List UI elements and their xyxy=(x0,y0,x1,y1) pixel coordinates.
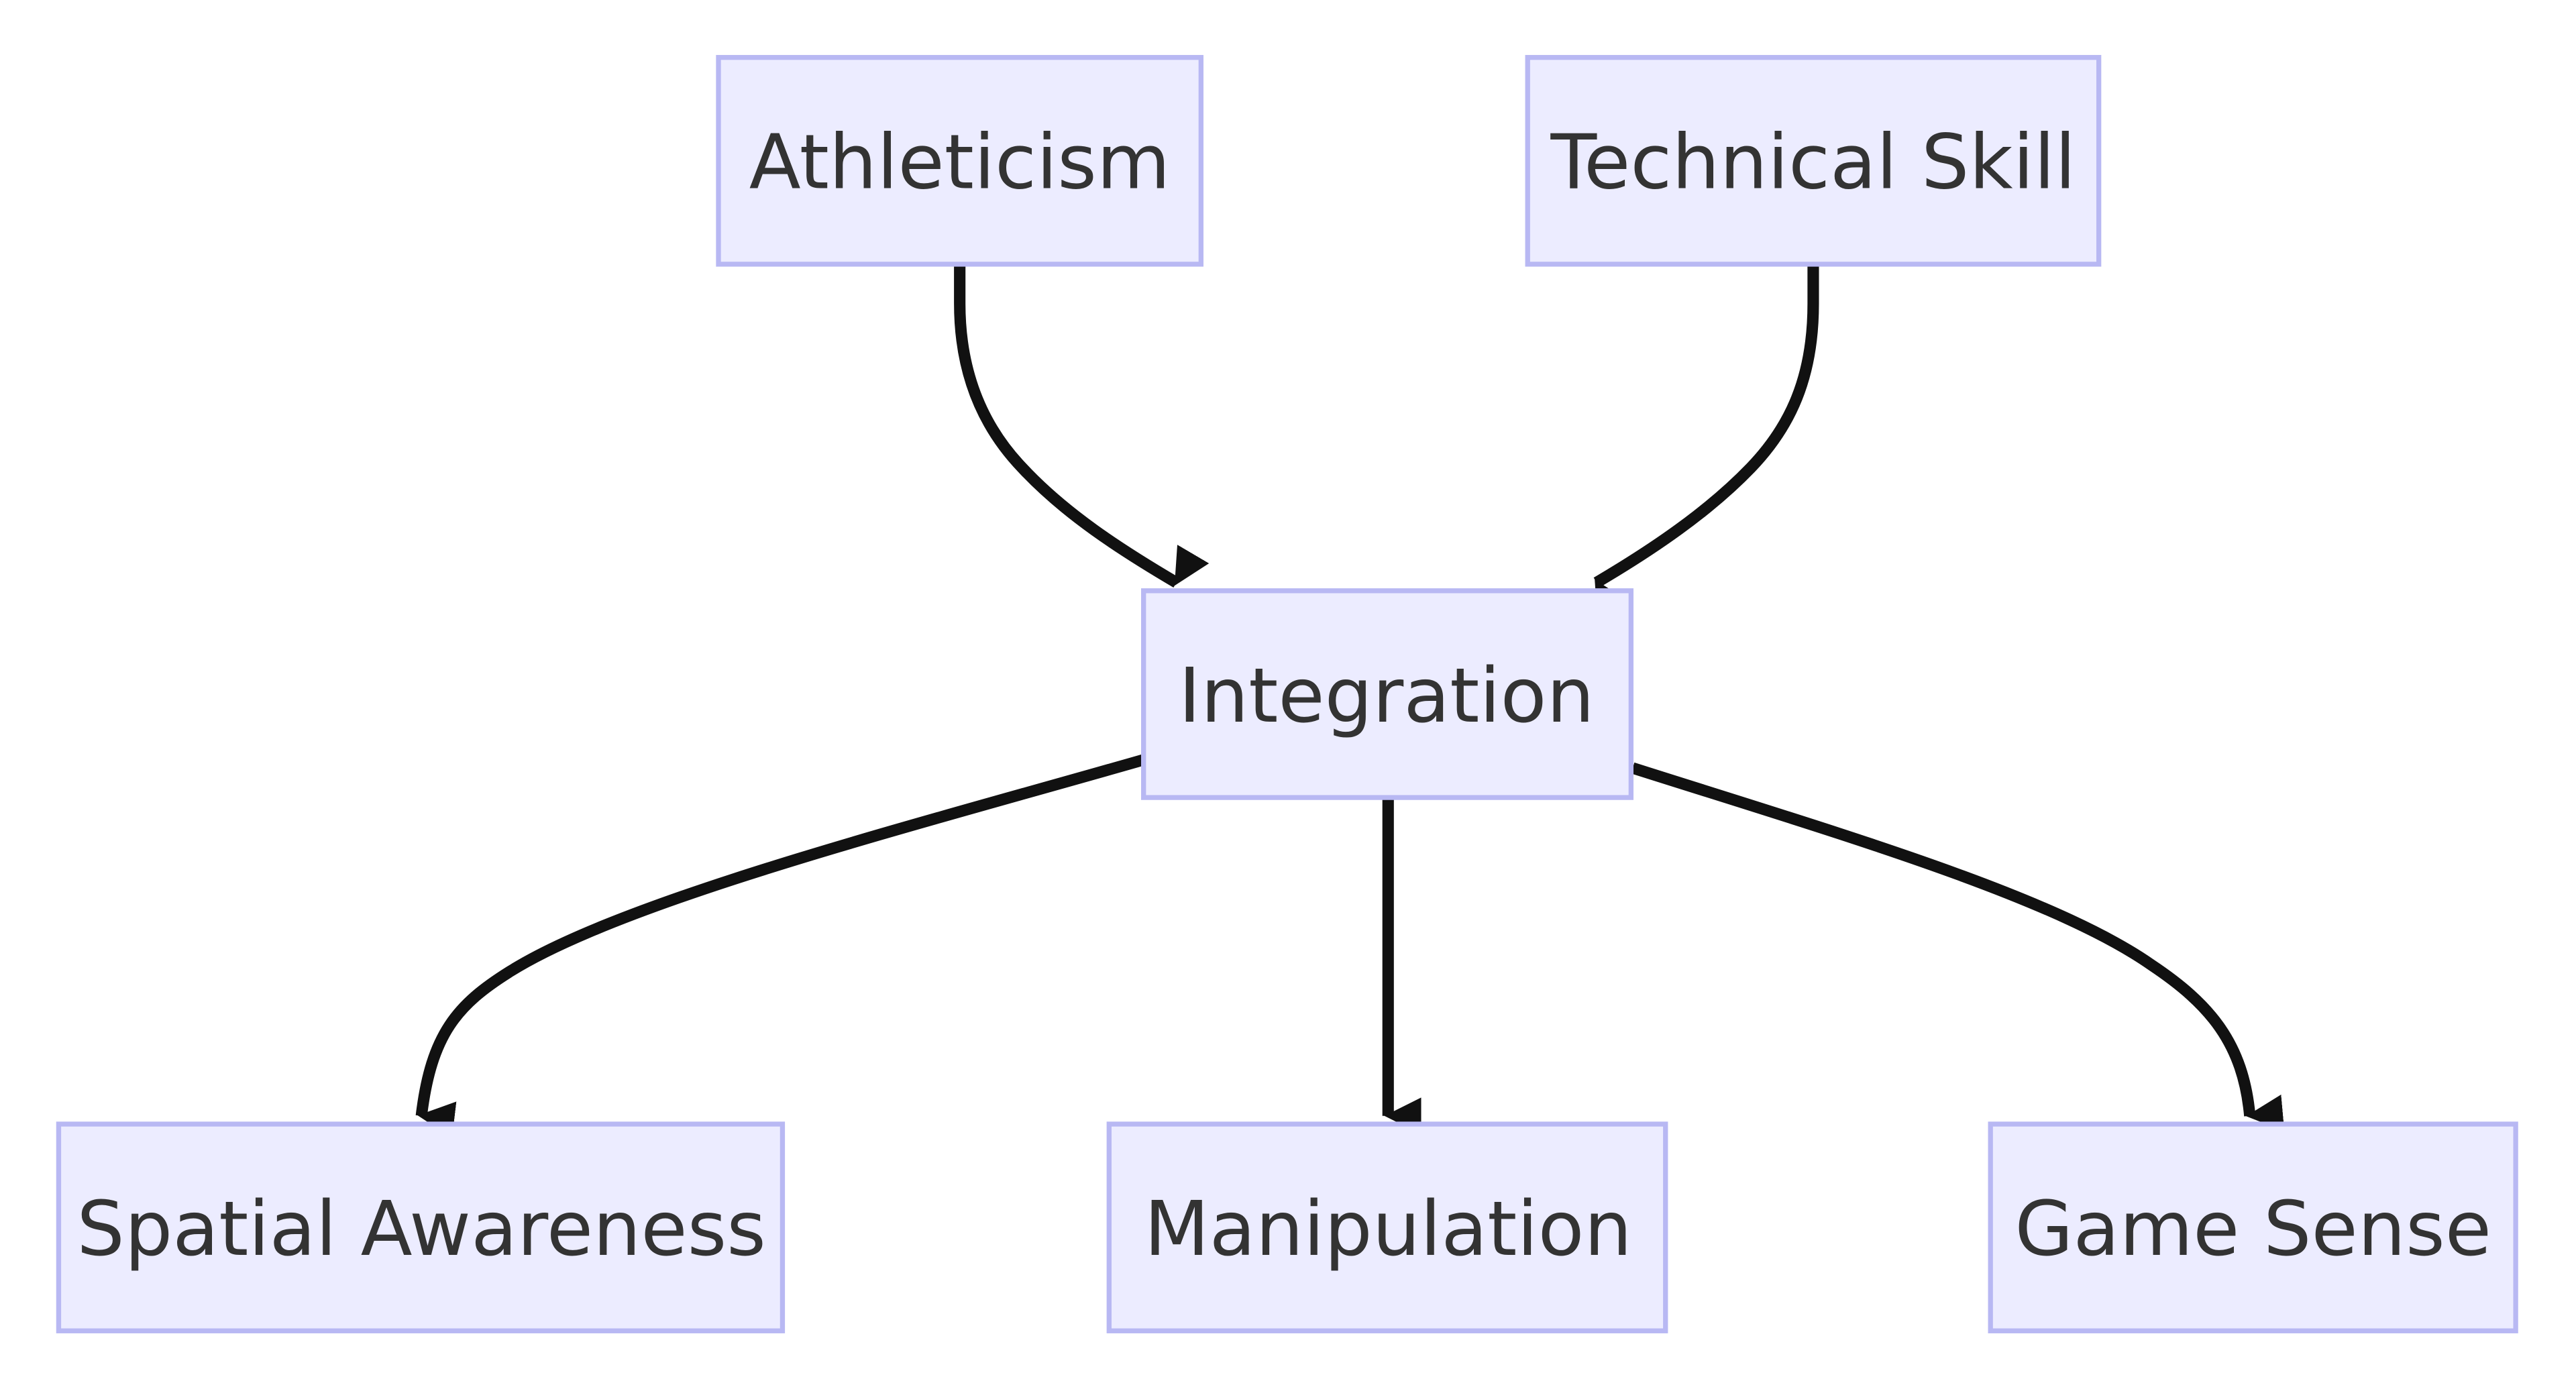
node-game-sense: Game Sense xyxy=(1988,1121,2518,1333)
node-athleticism-label: Athleticism xyxy=(749,119,1171,207)
edge-integration-to-spatial-awareness xyxy=(415,754,1146,1138)
node-manipulation-box xyxy=(1106,1121,1668,1333)
node-integration-box xyxy=(1141,588,1634,800)
node-spatial-awareness: Spatial Awareness xyxy=(56,1121,786,1333)
node-integration-label: Integration xyxy=(1179,652,1595,740)
node-athleticism-box xyxy=(716,54,1203,267)
edge-integration-to-game-sense xyxy=(1631,762,2285,1131)
edges xyxy=(415,266,2285,1138)
node-technical-skill-label: Technical Skill xyxy=(1550,119,2076,207)
node-manipulation-label: Manipulation xyxy=(1144,1185,1632,1273)
edge-athleticism-to-integration xyxy=(954,266,1210,588)
node-game-sense-box xyxy=(1988,1121,2518,1333)
node-technical-skill: Technical Skill xyxy=(1525,54,2102,267)
node-technical-skill-box xyxy=(1525,54,2102,267)
node-athleticism: Athleticism xyxy=(716,54,1203,267)
node-manipulation: Manipulation xyxy=(1106,1121,1668,1333)
node-game-sense-label: Game Sense xyxy=(2015,1185,2491,1273)
node-spatial-awareness-label: Spatial Awareness xyxy=(76,1185,765,1273)
node-integration: Integration xyxy=(1141,588,1634,800)
edge-technical-skill-to-integration xyxy=(1593,266,1819,620)
node-spatial-awareness-box xyxy=(56,1121,786,1333)
